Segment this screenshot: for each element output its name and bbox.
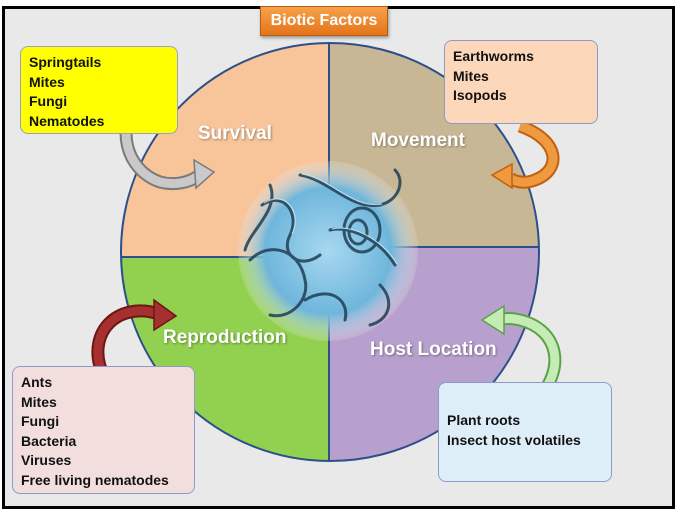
nematodes-image [238,161,418,341]
list-item: Mites [21,393,57,410]
quadrant-label-reproduction: Reproduction [163,327,287,348]
quadrant-label-movement: Movement [371,130,465,151]
list-item: Fungi [29,93,68,109]
movement-organisms-box: Earthworms Mites Isopods [444,40,598,124]
quadrant-label-host-location: Host Location [370,339,497,360]
list-item: Mites [29,73,65,90]
host-location-cues-box: Plant roots Insect host volatiles [438,382,612,482]
list-item: Fungi [21,413,60,429]
list-item: Ants [21,374,53,390]
wheel-outline [120,42,540,462]
arrow-movement [490,119,560,190]
list-item: Nematodes [29,112,105,129]
list-item: Earthworms [453,48,534,64]
list-item: Mites [453,67,489,84]
list-item: Plant roots [447,412,521,428]
list-item: Insect host volatiles [447,431,581,448]
arrow-host-location [480,304,562,403]
quadrant-label-survival: Survival [198,123,272,144]
survival-organisms-box: Springtails Mites Fungi Nematodes [20,46,178,134]
list-item: Free living nematodes [21,471,169,488]
list-item: Isopods [453,87,507,103]
list-item: Springtails [29,54,102,70]
list-item: Bacteria [21,432,77,449]
list-item: Viruses [21,452,72,468]
arrow-reproduction [91,298,178,393]
title-tab: Biotic Factors [260,6,388,36]
reproduction-organisms-box: Ants Mites Fungi Bacteria Viruses Free l… [12,366,195,494]
